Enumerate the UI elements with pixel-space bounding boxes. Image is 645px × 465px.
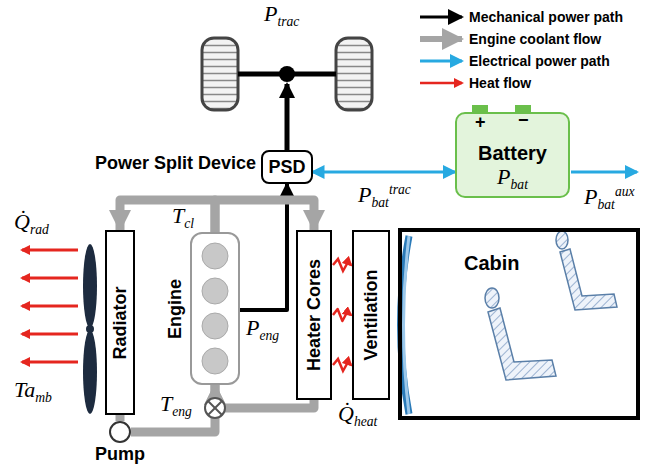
legend-entry: Electrical power path xyxy=(469,52,610,70)
node-text: PSD xyxy=(268,157,305,178)
node-text: Pump xyxy=(95,444,145,465)
symbol-part: T xyxy=(160,391,172,416)
cylinder xyxy=(202,278,228,304)
heat-symbol-holder: Q̇heat xyxy=(338,402,377,429)
symbol-part: trac xyxy=(389,182,411,197)
heat-flow-arrow xyxy=(333,309,351,321)
legend-text: Heat flow xyxy=(469,75,531,91)
node-text: Engine xyxy=(165,278,186,338)
node-text: Radiator xyxy=(110,286,131,359)
legend-entry: Engine coolant flow xyxy=(469,30,601,48)
symbol-part: bat xyxy=(511,177,528,192)
symbol-part: bat xyxy=(371,196,388,211)
symbol-part: bat xyxy=(597,198,614,213)
heat-symbol: Q̇rad xyxy=(14,209,49,234)
edge-label-holder: Pbattrac xyxy=(356,182,413,211)
symbol-part: eng xyxy=(172,404,192,419)
pump-symbol: Pump xyxy=(109,421,131,443)
engine-block: Engine xyxy=(190,232,240,385)
battery-box: BatteryPbat xyxy=(455,112,570,198)
aux-power-arrow xyxy=(571,171,637,174)
differential-dot xyxy=(279,66,295,82)
power-symbol: Pbattrac xyxy=(358,182,411,207)
power-symbol: Ptrac xyxy=(264,1,299,26)
legend-entry: Heat flow xyxy=(469,74,531,92)
symbol-part: Q̇ xyxy=(14,209,30,234)
legend-text: Electrical power path xyxy=(469,53,610,69)
heat-symbol-holder: Q̇rad xyxy=(14,210,49,237)
component-label: Power Split Device xyxy=(95,153,256,173)
temperature-symbol-holder: Tcl xyxy=(172,204,194,231)
symbol-part: Q̇ xyxy=(338,401,354,426)
cylinder xyxy=(202,313,228,339)
component-label-holder: Power Split Device xyxy=(95,153,256,174)
heat-arrow xyxy=(333,259,351,371)
heat-arrow xyxy=(22,250,78,362)
terminal-sign: − xyxy=(518,110,529,130)
cylinder xyxy=(202,348,228,374)
legend-sample xyxy=(420,36,462,42)
symbol-part: Ta xyxy=(14,377,35,402)
power-symbol: Pbataux xyxy=(584,184,635,209)
radiator-fan xyxy=(83,244,97,414)
node-text: Pbat xyxy=(497,165,528,192)
temperature-symbol: Tcl xyxy=(172,203,194,228)
legend xyxy=(420,17,462,83)
symbol-part: mb xyxy=(35,390,52,405)
heat-symbol: Q̇heat xyxy=(338,401,377,426)
power-symbol-holder: Ptrac xyxy=(264,2,299,29)
mixing-valve xyxy=(205,398,225,418)
legend-sample xyxy=(420,16,462,19)
node-text: Ventilation xyxy=(361,269,382,360)
terminal-sign-holder: + xyxy=(475,112,486,133)
symbol-part: rad xyxy=(30,222,49,237)
connector xyxy=(120,200,215,232)
connector xyxy=(215,200,314,232)
symbol-part: P xyxy=(264,1,277,26)
connector xyxy=(313,171,456,174)
symbol-part: cl xyxy=(184,216,194,231)
process-box: PSD xyxy=(261,150,312,184)
symbol-part: P xyxy=(246,315,259,340)
symbol-part: eng xyxy=(259,328,279,343)
symbol-part: trac xyxy=(277,14,299,29)
heater-box: Heater Cores xyxy=(296,230,332,400)
legend-text: Engine coolant flow xyxy=(469,31,601,47)
legend-sample xyxy=(420,60,462,63)
symbol-part: P xyxy=(497,164,510,189)
symbol-part: T xyxy=(172,203,184,228)
temperature-symbol: Teng xyxy=(160,391,192,416)
terminal-sign-holder: − xyxy=(518,110,529,131)
power-symbol: Peng xyxy=(246,315,279,340)
legend-text: Mechanical power path xyxy=(469,9,623,25)
legend-sample xyxy=(420,82,462,85)
cylinder-symbols xyxy=(192,234,238,383)
legend-entry: Mechanical power path xyxy=(469,8,623,26)
power-symbol-holder: Pbataux xyxy=(584,184,635,213)
temperature-symbol: Tamb xyxy=(14,377,52,402)
cabin-region: Cabin xyxy=(398,228,640,420)
traction-arrow xyxy=(285,84,290,150)
node-text: Cabin xyxy=(464,252,520,275)
temperature-symbol-holder: Teng xyxy=(160,392,192,419)
windshield xyxy=(404,236,410,414)
ventilation-box: Ventilation xyxy=(352,230,390,400)
symbol-part: aux xyxy=(615,184,635,199)
node-text: Heater Cores xyxy=(304,259,325,371)
terminal-sign: + xyxy=(475,112,486,132)
symbol-part: P xyxy=(584,184,597,209)
node-text: Battery xyxy=(478,142,547,165)
temperature-symbol-holder: Tamb xyxy=(14,378,52,405)
connector xyxy=(131,385,215,432)
cylinder xyxy=(202,243,228,269)
power-symbol-holder: Peng xyxy=(246,316,279,343)
symbol-part: P xyxy=(358,182,371,207)
radiator-box: Radiator xyxy=(105,230,135,415)
symbol-part: heat xyxy=(354,414,377,429)
